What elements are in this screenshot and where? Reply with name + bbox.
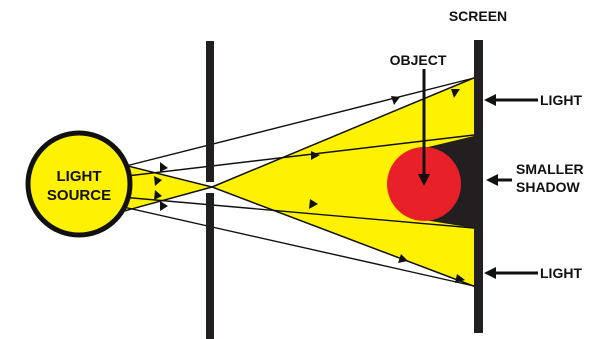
ray-arrowhead bbox=[160, 162, 168, 172]
ray-arrowhead bbox=[160, 201, 168, 211]
light-source-label-line2: SOURCE bbox=[47, 187, 111, 204]
shadow-pointer-head bbox=[486, 174, 498, 186]
screen-bar bbox=[474, 40, 483, 333]
light-bottom-label: LIGHT bbox=[540, 265, 582, 281]
light-top-label: LIGHT bbox=[540, 92, 582, 108]
object-label: OBJECT bbox=[390, 52, 447, 68]
barrier-lower bbox=[206, 193, 214, 339]
barrier-upper bbox=[206, 41, 214, 182]
smaller-label: SMALLER bbox=[516, 161, 584, 177]
light-bottom-pointer-head bbox=[484, 267, 496, 279]
ray-arrowhead bbox=[391, 96, 400, 105]
light-source-label-line1: LIGHT bbox=[57, 168, 102, 185]
light-top-pointer-head bbox=[484, 94, 496, 106]
shadow-label: SHADOW bbox=[516, 179, 581, 195]
screen-label: SCREEN bbox=[449, 8, 507, 24]
